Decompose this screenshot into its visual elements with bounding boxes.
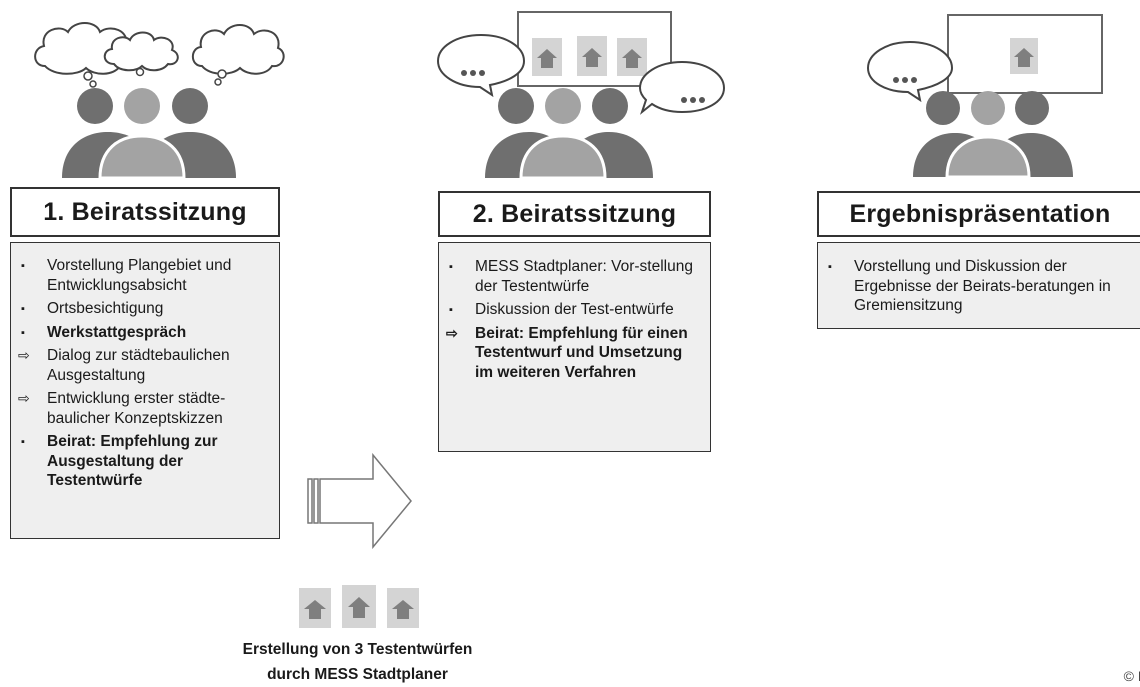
stage-title-1: 1. Beiratssitzung (10, 187, 280, 237)
card-item: ▪ Ortsbesichtigung (11, 299, 271, 319)
stage-title-2: 2. Beiratssitzung (438, 191, 711, 237)
bullet-marker: ▪ (449, 261, 453, 273)
copyright-note: © N (1123, 668, 1140, 684)
thought-cloud-icon (191, 24, 285, 86)
card-item-text: Diskussion der Test-entwürfe (475, 301, 674, 318)
card-item: ▪ MESS Stadtplaner: Vor-stellung der Test… (439, 257, 700, 296)
people-group-icon (913, 91, 1073, 179)
arrow-marker: ⇨ (446, 324, 458, 341)
transition-arrow-icon (307, 452, 412, 550)
bullet-marker: ▪ (449, 304, 453, 316)
arrow-marker: ⇨ (18, 347, 30, 363)
card-item: ⇨ Beirat: Empfehlung für einen Testentwur… (439, 324, 700, 383)
card-item-text: Beirat: Empfehlung zur Ausgestaltung der… (47, 433, 218, 489)
card-item-text: Vorstellung Plangebiet und Entwicklungsa… (47, 257, 232, 294)
caption-line: durch MESS Stadtplaner (267, 666, 448, 683)
card-item-text: Ortsbesichtigung (47, 300, 164, 317)
card-item-text: Werkstattgespräch (47, 323, 187, 341)
card-item: ▪ Beirat: Empfehlung zur Ausgestaltung de… (11, 432, 271, 491)
bullet-marker: ▪ (828, 261, 832, 273)
stage-card-1: ▪ Vorstellung Plangebiet und Entwicklungs… (10, 242, 280, 539)
stage-card-2: ▪ MESS Stadtplaner: Vor-stellung der Test… (438, 242, 711, 452)
stage-card-3: ▪ Vorstellung und Diskussion der Ergebnis… (817, 242, 1140, 329)
speech-bubble-icon (436, 33, 526, 98)
card-item: ▪ Vorstellung und Diskussion der Ergebnis… (818, 257, 1136, 316)
card-item: ⇨ Dialog zur städtebaulichen Ausgestaltun… (11, 346, 271, 385)
house-tile-icon (387, 588, 419, 628)
house-tile-icon (299, 588, 331, 628)
card-item-text: Beirat: Empfehlung für einen Testentwurf… (475, 324, 688, 381)
bullet-marker: ▪ (21, 326, 25, 339)
card-item-text: MESS Stadtplaner: Vor-stellung der Teste… (475, 258, 693, 295)
card-item-text: Dialog zur städtebaulichen Ausgestaltung (47, 347, 230, 384)
stage-title-3: Ergebnispräsentation (817, 191, 1140, 237)
speech-bubble-icon (638, 60, 726, 115)
thought-cloud-icon (103, 31, 179, 77)
house-tile-icon (532, 38, 562, 76)
speech-bubble-icon (866, 40, 954, 103)
card-item-text: Entwicklung erster städte-baulicher Konz… (47, 390, 226, 427)
house-tile-icon (1010, 38, 1038, 74)
people-group-icon (485, 88, 653, 180)
card-item: ▪ Werkstattgespräch (11, 323, 271, 343)
arrow-marker: ⇨ (18, 390, 30, 406)
card-item: ▪ Diskussion der Test-entwürfe (439, 300, 700, 320)
card-item: ⇨ Entwicklung erster städte-baulicher Kon… (11, 389, 271, 428)
house-tile-icon (342, 585, 376, 628)
house-tile-icon (617, 38, 647, 76)
card-item: ▪ Vorstellung Plangebiet und Entwicklungs… (11, 256, 271, 295)
bullet-marker: ▪ (21, 260, 25, 272)
card-item-text: Vorstellung und Diskussion der Ergebniss… (854, 258, 1111, 314)
bullet-marker: ▪ (21, 303, 25, 315)
house-tile-icon (577, 36, 607, 76)
bullet-marker: ▪ (21, 436, 25, 448)
caption-line: Erstellung von 3 Testentwürfen (242, 641, 473, 658)
people-group-icon (62, 88, 236, 180)
